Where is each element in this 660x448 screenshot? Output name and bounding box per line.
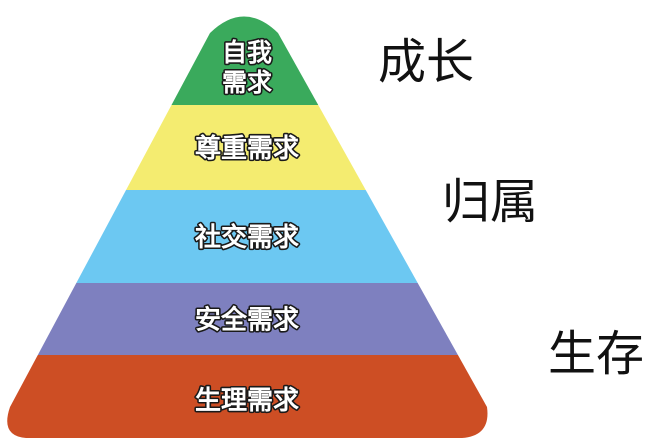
level-physiological-band bbox=[7, 355, 488, 438]
level-physiological-label: 生理需求 bbox=[195, 386, 299, 416]
level-esteem-band bbox=[7, 105, 488, 190]
level-self-actualization-label: 自我 bbox=[222, 38, 272, 67]
level-self-actualization-band bbox=[7, 16, 488, 105]
level-social-label: 社交需求 bbox=[195, 222, 299, 253]
level-social-band bbox=[7, 190, 488, 283]
group-label-survival: 生存 bbox=[548, 326, 645, 382]
level-esteem-label: 尊重需求 bbox=[195, 133, 299, 164]
group-label-belonging: 归属 bbox=[442, 174, 539, 230]
level-safety-label: 安全需求 bbox=[195, 304, 299, 335]
level-safety-band bbox=[7, 283, 488, 355]
level-self-actualization-label: 需求 bbox=[222, 68, 272, 97]
group-label-growth: 成长 bbox=[378, 34, 475, 90]
